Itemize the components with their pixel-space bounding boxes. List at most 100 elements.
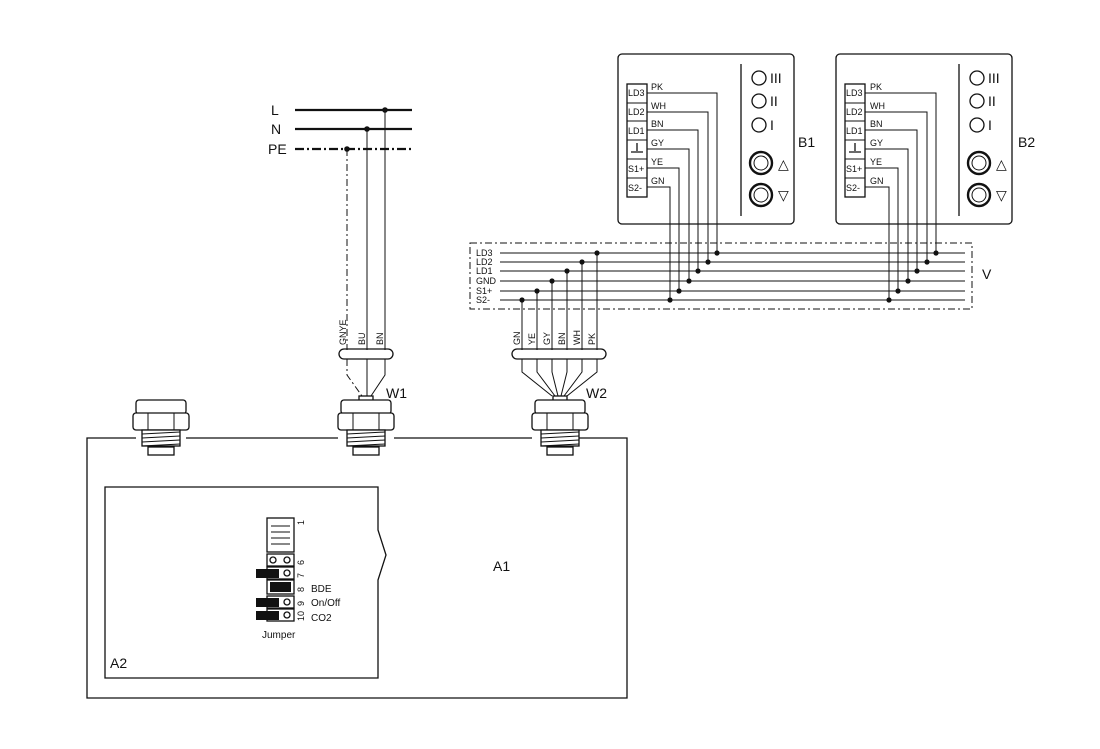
led-label-iii: III [770,70,782,86]
led-iii [751,70,767,86]
terminal-label-s2minus: S2- [628,183,642,193]
wire-label-bu: BU [357,332,367,345]
wire-pk-bend [566,359,598,397]
led-i [969,117,985,133]
pin-label-1: 1 [296,520,306,525]
wire-label-wh: WH [651,101,666,111]
jumper-label-onoff: On/Off [311,598,340,609]
pin-label-10: 10 [296,611,306,621]
terminal-label-s2minus: S2- [846,183,860,193]
junction-dot [549,278,555,284]
pin-label-7: 7 [296,573,306,578]
control-panel-b2: LD3 LD2 LD1 S1+ S2- PK WH BN GY YE GN II… [835,53,1035,300]
wire-label-ye: YE [651,157,663,167]
led-ii [751,93,767,109]
led-i [751,117,767,133]
wire-bn [647,129,699,271]
led-label-ii: II [770,93,778,109]
cable-w1: GNYE BU BN W1 [338,110,407,401]
cable-gland-left [132,399,190,456]
wire-wh [647,111,709,262]
junction-dot [579,259,585,265]
button-up[interactable] [966,150,992,176]
led-label-ii: II [988,93,996,109]
bus-label-s1plus: S1+ [476,286,492,296]
panel-label-b2: B2 [1018,134,1035,150]
wire-label-gy: GY [870,138,883,148]
wire-pk [647,92,718,253]
bus-label-s2minus: S2- [476,295,490,305]
jumper-label-bde: BDE [311,584,332,595]
unit-label-a1: A1 [493,558,510,574]
arrow-up-icon: △ [778,156,789,172]
wire-label-ye: YE [870,157,882,167]
button-up[interactable] [748,150,774,176]
wire-gn [647,186,671,300]
wire-ye [865,167,899,291]
led-label-iii: III [988,70,1000,86]
terminal-label-s1plus: S1+ [628,164,644,174]
pin-label-9: 9 [296,601,306,606]
wire-ye-bend [536,359,556,397]
bus-label-ld3: LD3 [476,248,493,258]
led-label-i: I [770,117,774,133]
wire-gy [865,148,909,281]
jumper-8[interactable] [270,582,291,592]
led-ii [969,93,985,109]
supply-lines: L N PE [268,102,412,157]
bus-v: LD3 LD2 LD1 GND S1+ S2- V [469,242,992,310]
wire-wh [865,111,928,262]
arrow-up-icon: △ [996,156,1007,172]
wire-bn [865,129,918,271]
button-down[interactable] [966,182,992,208]
junction-dot [564,268,570,274]
wire-label-gn: GN [870,176,884,186]
wire-bn-bend [560,359,568,397]
panel-b1-housing [617,53,795,225]
wire-label-gn: GN [512,332,522,346]
jumper-label-co2: CO2 [311,613,332,624]
terminal-label-ld1: LD1 [846,126,863,136]
wire-label-wh: WH [870,101,885,111]
wire-bn-bend [370,359,386,397]
wire-label-bn: BN [870,119,883,129]
gland-nut [337,412,395,431]
wire-label-wh: WH [572,330,582,345]
terminal-label-ld3: LD3 [628,88,645,98]
board-a2-outline [104,486,387,679]
wire-gy-bend [551,359,559,397]
wire-label-gnye: GNYE [338,319,348,345]
pin-header [266,517,295,553]
pin-label-8: 8 [296,587,306,592]
board-label-a2: A2 [110,655,127,671]
jumper-caption: Jumper [262,630,296,641]
terminal-label-ld2: LD2 [846,107,863,117]
terminal-label-ld2: LD2 [628,107,645,117]
gland-cap [340,399,392,415]
wire-label-ye: YE [527,333,537,345]
gland-nut [531,412,589,431]
wire-label-gy: GY [542,332,552,345]
junction-dot [594,250,600,256]
jumper-9[interactable] [256,598,279,607]
led-label-i: I [988,117,992,133]
supply-label-n: N [271,121,281,137]
pin-label-6: 6 [296,560,306,565]
wire-label-pk: PK [651,82,663,92]
button-down[interactable] [748,182,774,208]
arrow-down-icon: ▽ [996,187,1007,203]
jumper-block: 1 6 7 8 9 10 BDE On/Off CO2 Jumper [256,517,340,641]
unit-a1: A1 [86,437,628,699]
cable-sheath [511,348,607,360]
wire-gn-bend [521,359,553,397]
wire-gnye-bend [346,359,363,397]
panel-label-b1: B1 [798,134,815,150]
wire-label-bn: BN [651,119,664,129]
junction-dot [534,288,540,294]
jumper-7[interactable] [256,569,279,578]
jumper-10[interactable] [256,611,279,620]
cable-gland-w2 [531,395,589,456]
gland-lock-nut [546,446,574,456]
junction-dot [519,297,525,303]
